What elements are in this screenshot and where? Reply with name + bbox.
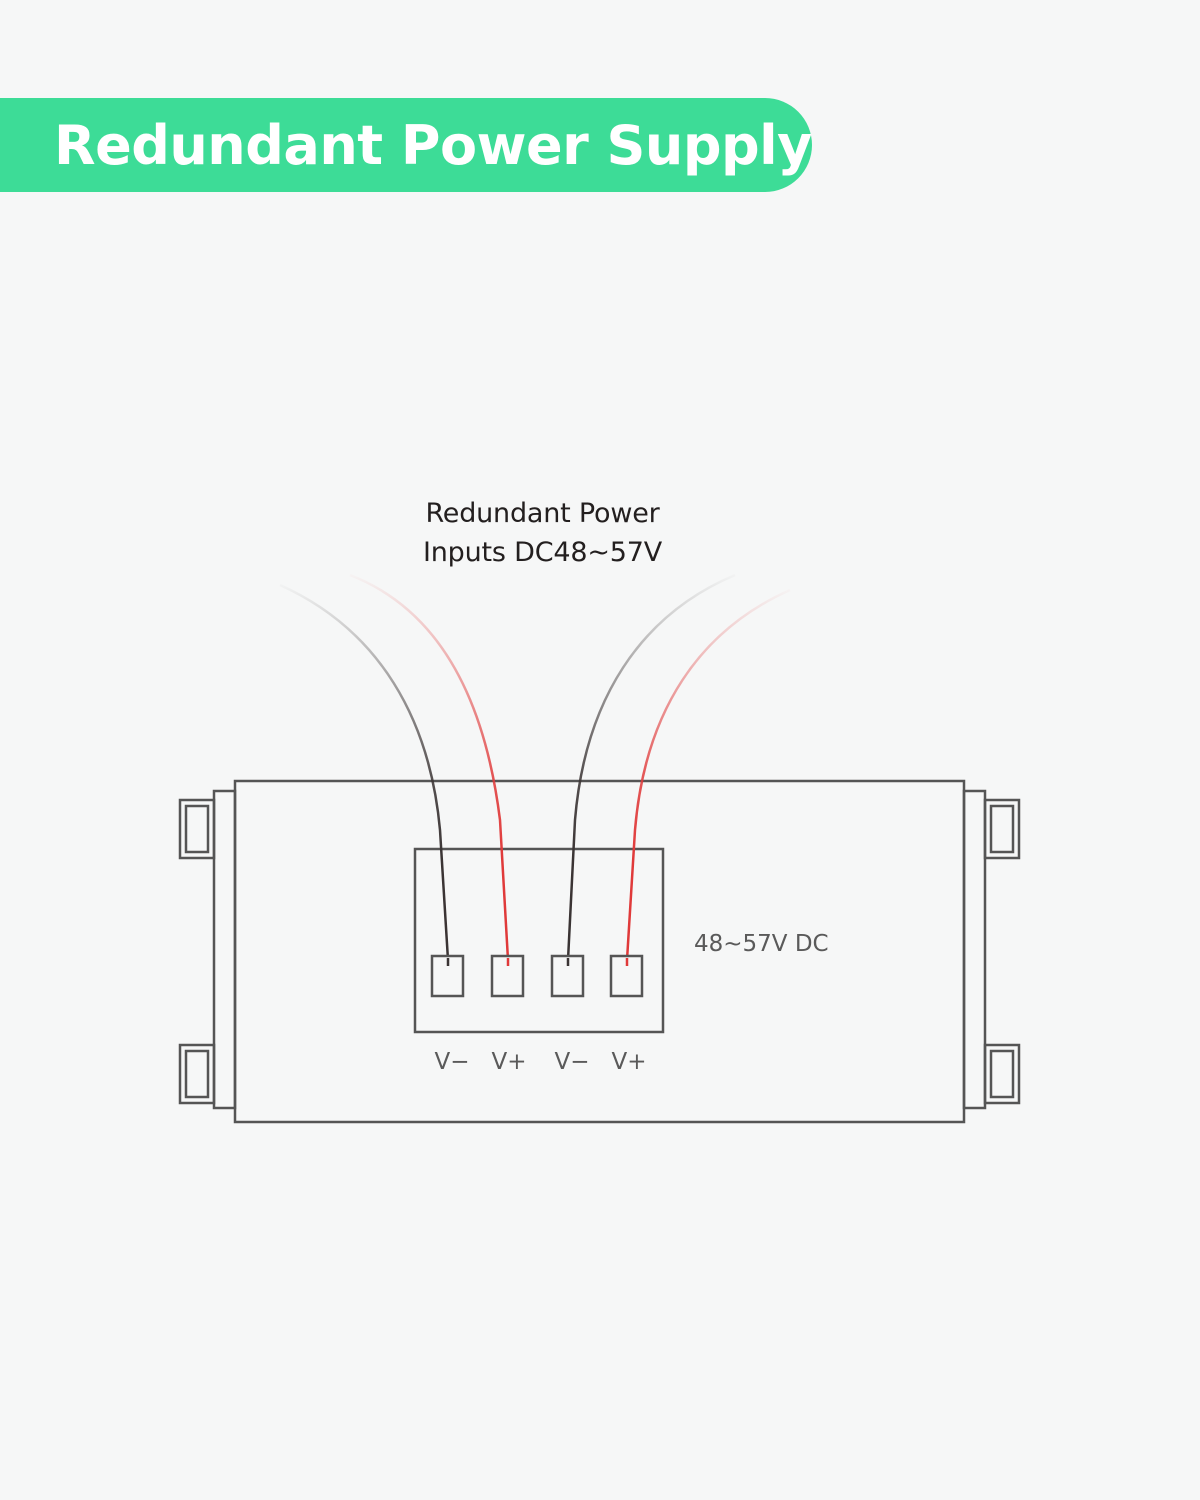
terminal-label-1: V−: [434, 1049, 469, 1075]
terminal-block: [413, 847, 665, 1034]
device-body: [233, 779, 966, 1124]
terminal-label-2: V+: [491, 1049, 526, 1075]
wire-v-plus-1: [349, 573, 510, 961]
wire-v-minus-2: [566, 573, 736, 961]
terminal-label-4: V+: [611, 1049, 646, 1075]
wire-v-minus-1: [279, 583, 450, 961]
title-banner: Redundant Power Supply: [0, 98, 812, 192]
page-title: Redundant Power Supply: [54, 113, 812, 177]
voltage-label: 48~57V DC: [694, 931, 829, 957]
power-inputs-caption: Redundant Power Inputs DC48~57V: [380, 494, 705, 572]
terminal-2: [490, 954, 525, 998]
terminal-label-3: V−: [554, 1049, 589, 1075]
left-mounting-brackets: [178, 789, 237, 1110]
caption-line-2: Inputs DC48~57V: [422, 537, 662, 568]
right-mounting-brackets: [962, 789, 1021, 1110]
wire-v-plus-2: [625, 588, 791, 961]
caption-line-1: Redundant Power: [425, 498, 660, 529]
